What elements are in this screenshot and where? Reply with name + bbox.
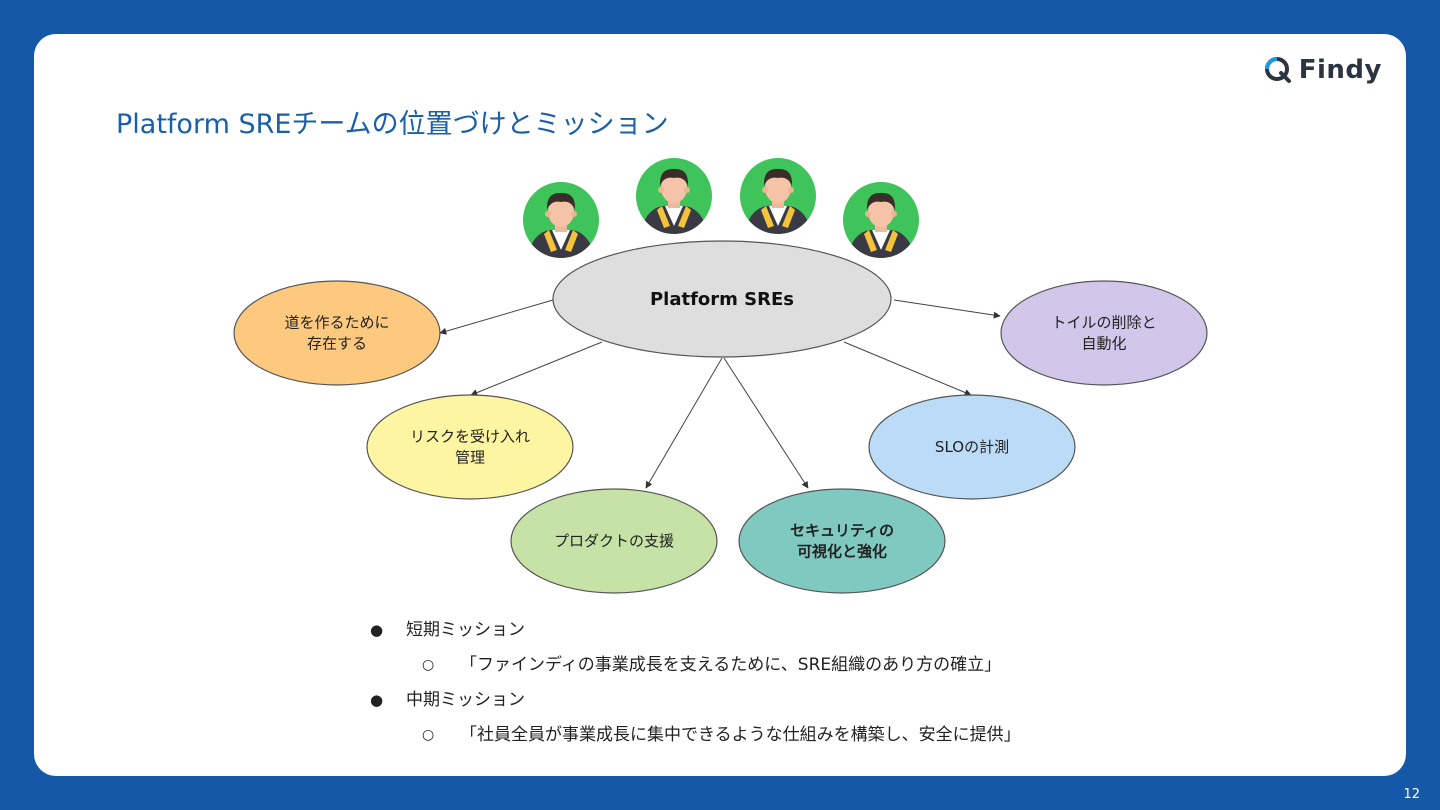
node-ellipse-product: [510, 488, 718, 594]
arrow-to-slo: [843, 341, 972, 396]
arrow-to-security: [723, 357, 809, 489]
node-label-security: セキュリティの: [790, 522, 894, 540]
node-ellipse-slo: [868, 394, 1076, 500]
node-slo: SLOの計測: [868, 394, 1076, 500]
center-ellipse: [552, 240, 892, 358]
arrow-to-risk: [470, 341, 603, 396]
findy-logo: Findy: [1263, 54, 1382, 86]
node-product: プロダクトの支援: [510, 488, 718, 594]
node-label-road: 道を作るために: [284, 314, 389, 332]
slide-card: Findy Platform SREチームの位置づけとミッション 道を作るために…: [34, 34, 1406, 776]
center-label: Platform SREs: [650, 289, 794, 310]
node-label-toil: トイルの削除と: [1051, 314, 1156, 332]
bullet-dot-icon: ●: [370, 691, 384, 709]
short-mission-label: 短期ミッション: [406, 620, 525, 640]
bullet-dot-icon: ●: [370, 621, 384, 639]
person-avatar-icon: [843, 182, 919, 258]
bullet-circle-icon: ○: [422, 727, 435, 743]
person-avatar-icon: [636, 158, 712, 234]
node-label-slo: SLOの計測: [935, 438, 1009, 456]
logo-text: Findy: [1298, 55, 1382, 85]
mid-mission-label: 中期ミッション: [406, 690, 525, 710]
page-number: 12: [1403, 787, 1420, 802]
arrow-to-toil: [893, 299, 1001, 319]
node-ellipse-road: [233, 280, 441, 386]
findy-q-icon: [1264, 57, 1291, 83]
arrows: [439, 299, 1001, 489]
people-group: [523, 158, 919, 258]
mid-mission-text: 「社員全員が事業成長に集中できるような仕組みを構築し、安全に提供」: [460, 725, 1021, 745]
node-label-toil: 自動化: [1081, 335, 1126, 353]
person-avatar-icon: [523, 182, 599, 258]
mission-nodes: 道を作るために存在するリスクを受け入れ管理プロダクトの支援セキュリティの可視化と…: [233, 280, 1208, 594]
node-label-road: 存在する: [307, 335, 367, 353]
node-label-security: 可視化と強化: [797, 543, 887, 561]
person-avatar-icon: [740, 158, 816, 234]
node-label-product: プロダクトの支援: [554, 532, 674, 550]
node-label-risk: リスクを受け入れ: [410, 428, 530, 446]
center-node: Platform SREs: [552, 240, 892, 358]
arrow-to-product: [645, 357, 723, 489]
page-title: Platform SREチームの位置づけとミッション: [116, 109, 669, 140]
node-ellipse-toil: [1000, 280, 1208, 386]
node-label-risk: 管理: [455, 449, 485, 467]
arrow-to-road: [439, 299, 554, 335]
node-ellipse-risk: [366, 394, 574, 500]
sre-diagram: 道を作るために存在するリスクを受け入れ管理プロダクトの支援セキュリティの可視化と…: [233, 158, 1208, 594]
short-mission-text: 「ファインディの事業成長を支えるために、SRE組織のあり方の確立」: [460, 655, 1002, 675]
bullet-circle-icon: ○: [422, 657, 435, 673]
node-ellipse-security: [738, 488, 946, 594]
